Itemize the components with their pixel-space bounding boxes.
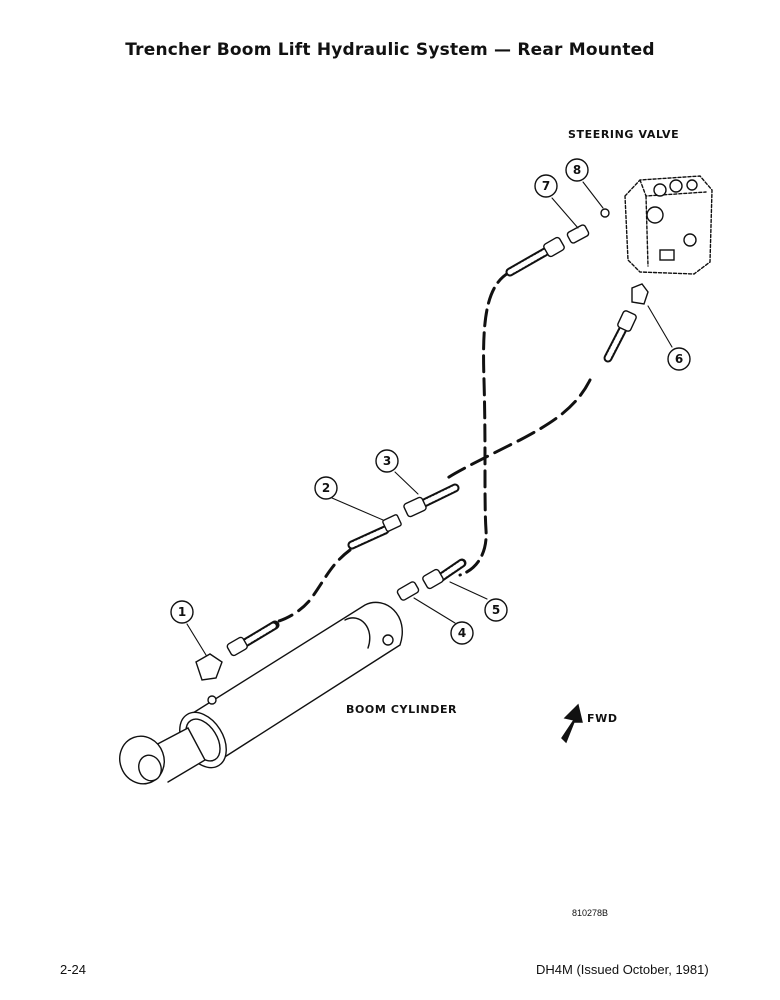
hose-end-2 (347, 514, 402, 550)
hose-end-upper (505, 236, 565, 277)
hose-end-3 (403, 483, 460, 518)
hose-upper-route (458, 270, 512, 577)
svg-text:2: 2 (322, 481, 330, 495)
fitting-1-elbow (195, 653, 223, 681)
svg-text:8: 8 (573, 163, 581, 177)
fwd-label: FWD (587, 712, 618, 725)
callout-6: 6 (667, 347, 691, 371)
callout-5: 5 (484, 598, 508, 622)
svg-text:6: 6 (675, 352, 683, 366)
svg-text:1: 1 (178, 605, 186, 619)
callout-1: 1 (170, 600, 194, 624)
svg-text:5: 5 (492, 603, 500, 617)
boom-cylinder-body (119, 601, 403, 785)
boom-cylinder-label: BOOM CYLINDER (346, 703, 458, 716)
fitting-6-elbow (631, 283, 649, 305)
fitting-7 (566, 224, 590, 244)
page-title: Trencher Boom Lift Hydraulic System — Re… (125, 40, 655, 60)
callout-8: 8 (565, 158, 589, 182)
steering-valve-label: STEERING VALVE (568, 128, 680, 141)
callout-7: 7 (534, 174, 558, 198)
callout-3: 3 (375, 449, 399, 473)
hose-end-1 (226, 620, 280, 657)
page-number: 2-24 (60, 962, 87, 977)
hose-left-route (273, 548, 352, 624)
fitting-8 (600, 208, 610, 218)
document-id: DH4M (Issued October, 1981) (536, 962, 709, 977)
hose-end-5 (422, 558, 467, 590)
steering-valve-body (624, 175, 713, 275)
fitting-4 (396, 581, 420, 601)
hose-lower-route (443, 378, 592, 482)
callout-4: 4 (450, 621, 474, 645)
svg-text:4: 4 (458, 626, 466, 640)
fwd-arrow-icon (561, 703, 583, 744)
svg-text:7: 7 (542, 179, 550, 193)
callout-2: 2 (314, 476, 338, 500)
figure-number: 810278B (572, 908, 609, 918)
svg-text:3: 3 (383, 454, 391, 468)
hose-end-6 (603, 310, 637, 363)
